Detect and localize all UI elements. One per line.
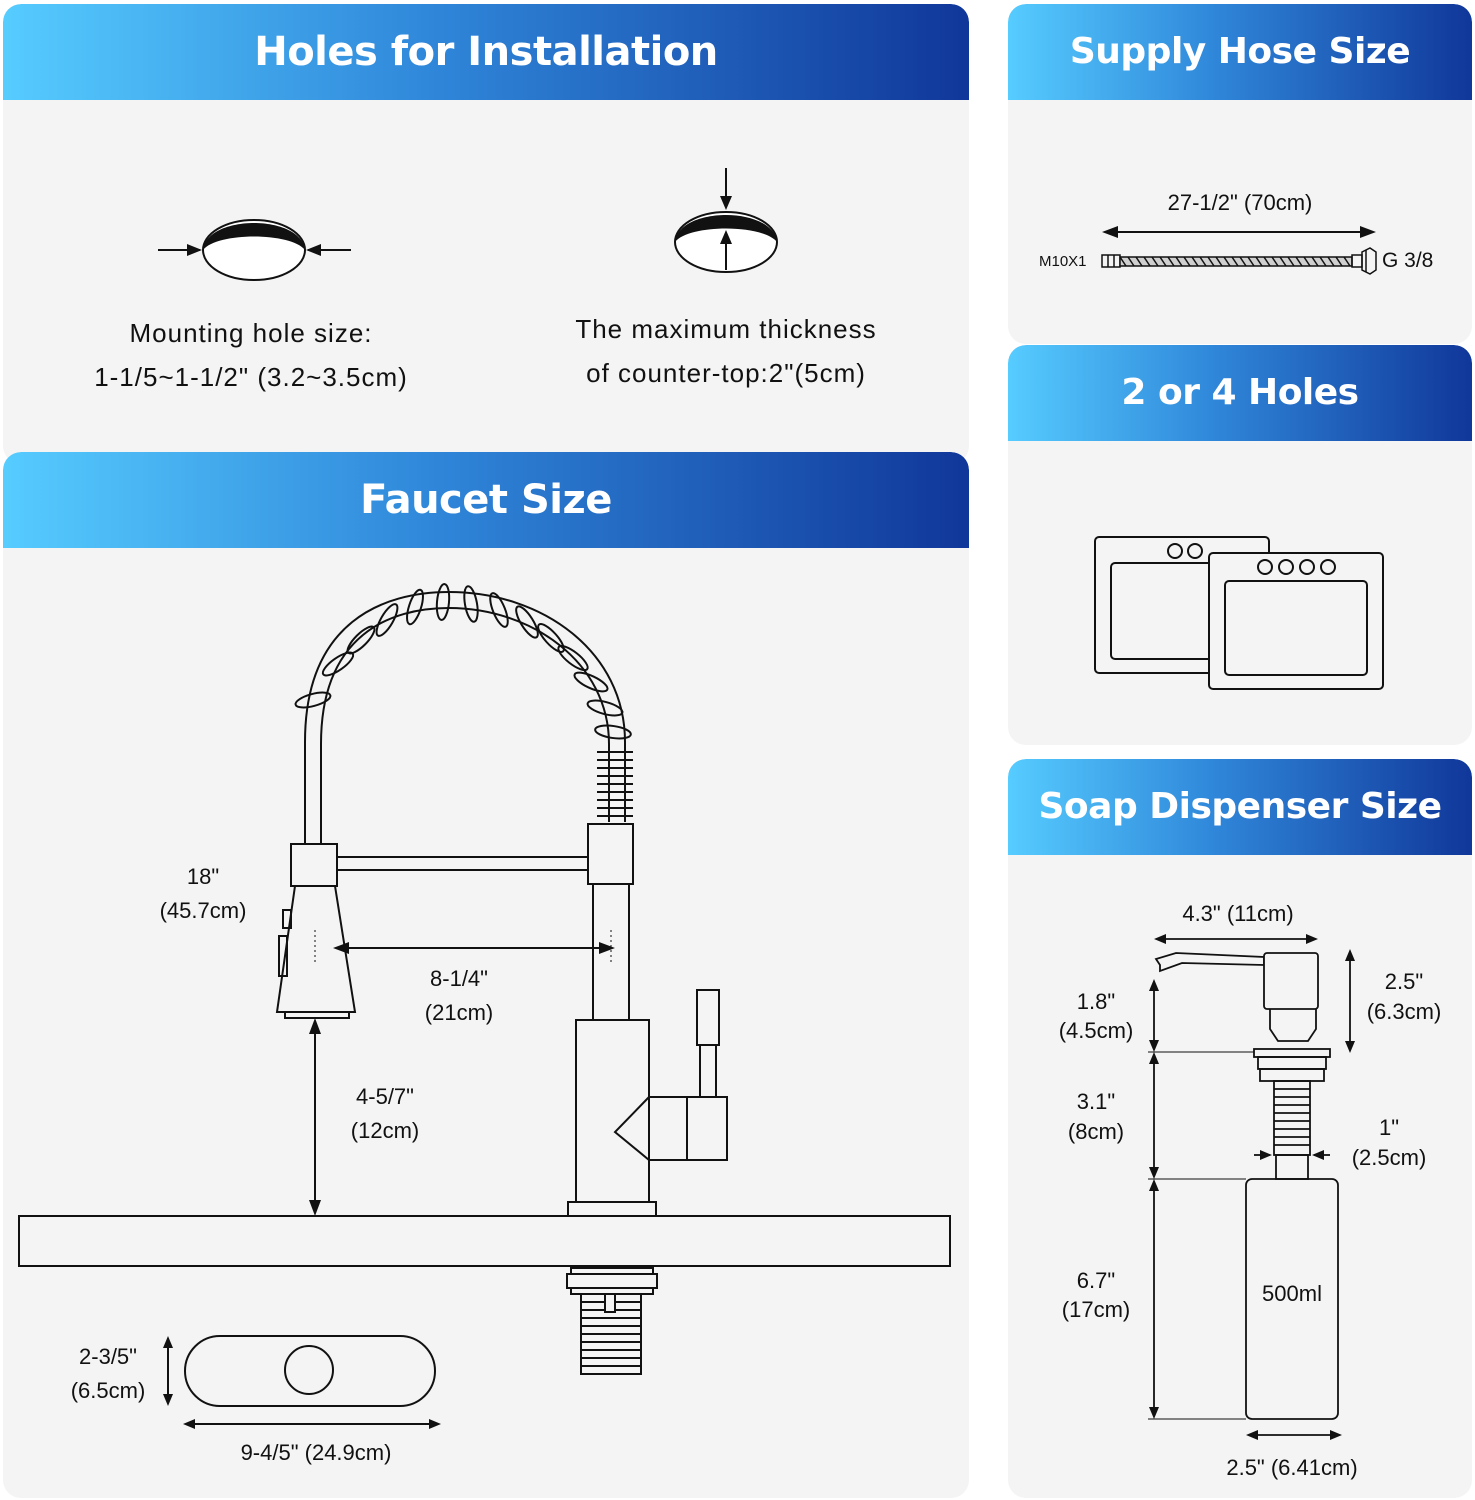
sprayer-collar: [290, 843, 338, 887]
height-label-1: 18": [186, 864, 220, 889]
soap-spout: [1154, 952, 1265, 973]
spring-coils: [294, 583, 632, 740]
faucet-collar: [587, 823, 634, 885]
soap-pump-head: [1263, 952, 1319, 1010]
faucet-header: Faucet Size: [3, 452, 969, 548]
soap-shank: [1273, 1080, 1311, 1180]
hose-icon: [1101, 247, 1377, 275]
soap-shank-label-2: (8cm): [1067, 1119, 1125, 1144]
gooseneck-outer: [304, 590, 626, 847]
soap-bottle-label-2: (17cm): [1061, 1297, 1131, 1322]
soap-thread-label-1: 1": [1378, 1115, 1400, 1140]
deck-plate: [184, 1335, 436, 1407]
soap-diagram: [1148, 934, 1355, 1440]
soap-shank-label-1: 3.1": [1076, 1089, 1116, 1114]
gooseneck-inner: [320, 606, 610, 847]
faucet-diagram: [18, 583, 951, 1429]
faucet-title: Faucet Size: [360, 477, 612, 523]
soap-bottle-width-label: 2.5" (6.41cm): [1226, 1455, 1358, 1480]
soap-bottle: [1245, 1178, 1339, 1420]
clearance-label-2: (12cm): [350, 1118, 420, 1143]
hose-right-thread: G 3/8: [1382, 249, 1434, 272]
soap-width-label: 4.3" (11cm): [1182, 901, 1294, 926]
height-label-2: (45.7cm): [159, 898, 247, 923]
reach-label-1: 8-1/4": [430, 966, 488, 991]
thickness-label-2: of counter-top:2"(5cm): [586, 358, 866, 388]
soap-head-label-1: 2.5": [1384, 969, 1424, 994]
soap-head-label-2: (6.3cm): [1366, 999, 1442, 1024]
soap-thread-label-2: (2.5cm): [1351, 1145, 1427, 1170]
soap-bottle-label-1: 6.7": [1076, 1268, 1116, 1293]
holes-count-panel: 2 or 4 Holes: [1008, 345, 1472, 745]
hose-left-thread: M10X1: [1039, 253, 1087, 270]
mounting-label-1: Mounting hole size:: [129, 318, 373, 348]
soap-spout-label-1: 1.8": [1076, 989, 1116, 1014]
soap-panel: Soap Dispenser Size: [1008, 759, 1472, 1498]
faucet-panel: Faucet Size: [3, 452, 969, 1498]
hose-length-label: 27-1/2" (70cm): [1167, 190, 1313, 215]
reach-label-2: (21cm): [424, 1000, 494, 1025]
holes-count-title: 2 or 4 Holes: [1121, 372, 1359, 413]
countertop: [18, 1215, 951, 1267]
soap-capacity-label: 500ml: [1262, 1281, 1322, 1306]
holes-title: Holes for Installation: [254, 29, 718, 75]
hose-panel: Supply Hose Size 27-1/2" (70cm) M10X1 G …: [1008, 4, 1472, 344]
sinks-diagram: [1094, 536, 1384, 690]
holes-header: Holes for Installation: [3, 4, 969, 100]
four-hole-sink-icon: [1208, 552, 1384, 690]
plate-height-label-2: (6.5cm): [70, 1378, 146, 1403]
plate-height-label-1: 2-3/5": [79, 1344, 137, 1369]
ribbed-hose: [597, 751, 633, 817]
hose-title: Supply Hose Size: [1069, 31, 1411, 72]
mounting-hole-icon: [158, 219, 351, 281]
holes-count-header: 2 or 4 Holes: [1008, 345, 1472, 441]
hose-diagram: [1101, 226, 1377, 275]
soap-title: Soap Dispenser Size: [1038, 786, 1443, 827]
holes-panel: Holes for Installation Mounting hole siz…: [3, 4, 969, 464]
hose-header: Supply Hose Size: [1008, 4, 1472, 100]
soap-header: Soap Dispenser Size: [1008, 759, 1472, 855]
plate-width-label: 9-4/5" (24.9cm): [240, 1440, 392, 1465]
sprayer-head: [275, 885, 357, 1013]
deck-plate-hole: [284, 1345, 334, 1395]
mounting-label-2: 1-1/5~1-1/2" (3.2~3.5cm): [94, 362, 408, 392]
soap-spout-label-2: (4.5cm): [1058, 1018, 1134, 1043]
thickness-label-1: The maximum thickness: [575, 314, 877, 344]
thickness-icon: [674, 168, 778, 273]
faucet-handle: [686, 1096, 728, 1161]
clearance-label-1: 4-5/7": [356, 1084, 414, 1109]
holes-diagram: [158, 168, 778, 281]
